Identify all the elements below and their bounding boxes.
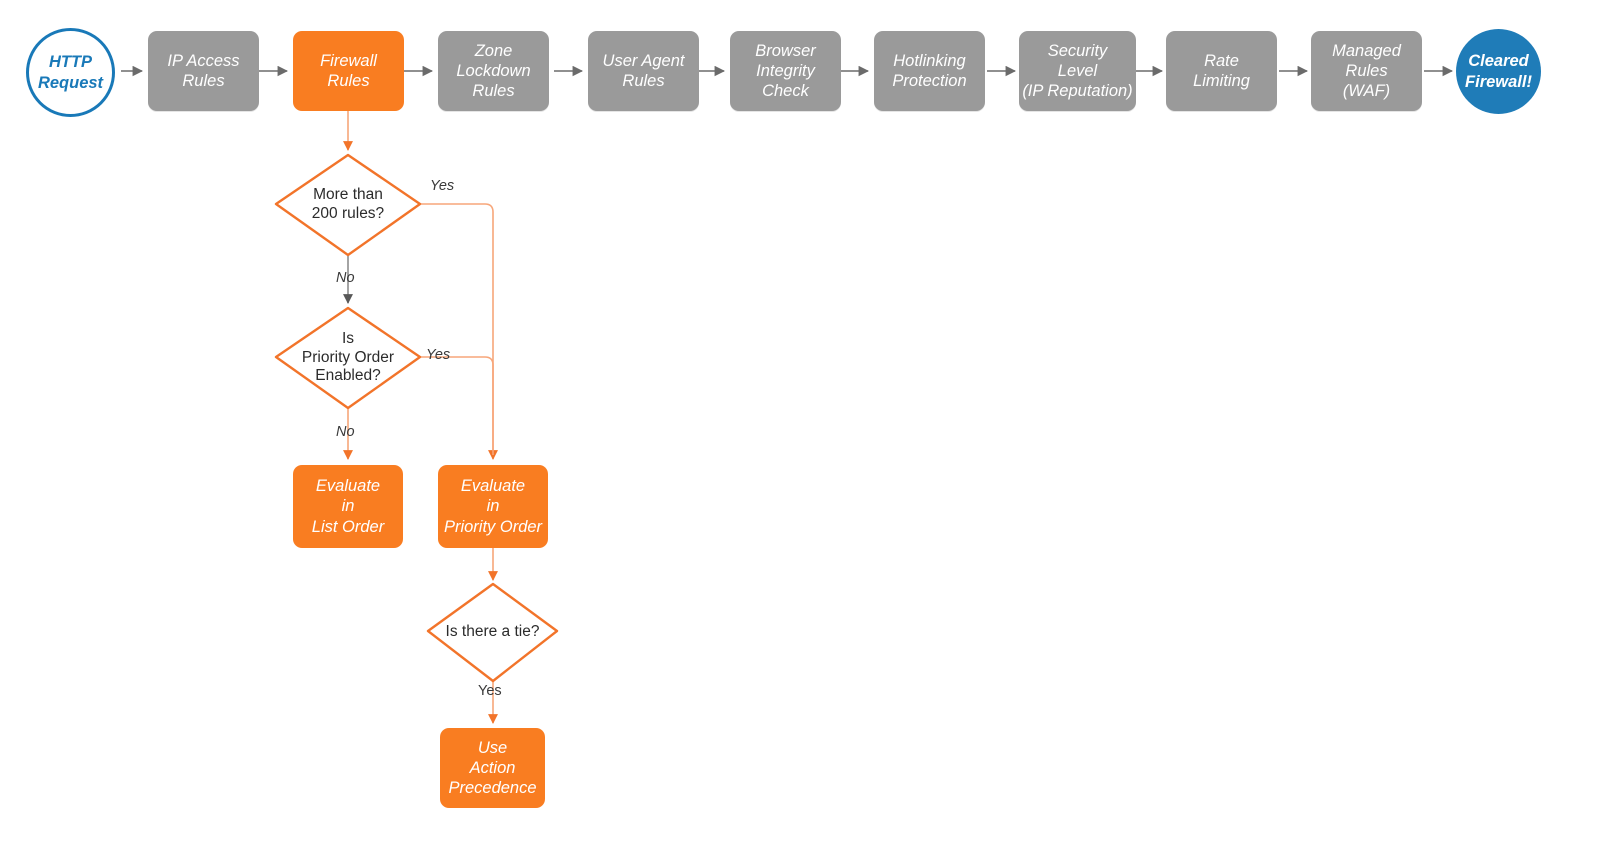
node-hotlinking-protection-label: Hotlinking Protection [892,51,967,90]
node-http-request-label: HTTP Request [37,53,104,92]
edge-more-rules-yes [420,203,498,460]
node-ip-access-rules[interactable]: IP Access Rules [148,31,259,111]
node-user-agent-rules[interactable]: User Agent Rules [588,31,699,111]
node-browser-integrity-check[interactable]: Browser Integrity Check [730,31,841,111]
node-rate-limiting[interactable]: Rate Limiting [1166,31,1277,111]
edge-label-tie-yes: Yes [478,683,502,699]
node-zone-lockdown-rules-label: Zone Lockdown Rules [456,41,531,101]
node-managed-rules-waf[interactable]: Managed Rules (WAF) [1311,31,1422,111]
decision-is-priority-order-enabled-label: Is Priority Order Enabled? [301,329,395,385]
node-browser-integrity-check-label: Browser Integrity Check [755,41,816,101]
node-zone-lockdown-rules[interactable]: Zone Lockdown Rules [438,31,549,111]
node-use-action-precedence[interactable]: Use Action Precedence [440,728,545,808]
node-ip-access-rules-label: IP Access Rules [167,51,240,90]
node-cleared-firewall-label: Cleared Firewall! [1465,52,1532,91]
node-managed-rules-waf-label: Managed Rules (WAF) [1332,41,1401,101]
node-firewall-rules[interactable]: Firewall Rules [293,31,404,111]
node-evaluate-in-list-order-label: Evaluate in List Order [311,477,385,536]
edge-priority-yes [420,356,494,455]
node-user-agent-rules-label: User Agent Rules [602,51,685,90]
node-use-action-precedence-label: Use Action Precedence [448,738,537,798]
node-cleared-firewall[interactable]: Cleared Firewall! [1456,29,1541,114]
node-firewall-rules-label: Firewall Rules [320,51,377,90]
node-evaluate-in-priority-order[interactable]: Evaluate in Priority Order [438,465,548,548]
node-http-request[interactable]: HTTP Request [26,28,115,117]
edge-label-more-rules-yes: Yes [430,178,455,194]
edge-label-priority-no: No [336,424,355,440]
node-evaluate-in-priority-order-label: Evaluate in Priority Order [443,477,543,536]
node-security-level[interactable]: Security Level (IP Reputation) [1019,31,1136,111]
decision-more-than-200-rules-label: More than 200 rules? [311,186,385,222]
decision-more-than-200-rules[interactable]: More than 200 rules? [276,155,420,255]
node-security-level-label: Security Level (IP Reputation) [1022,41,1133,101]
node-rate-limiting-label: Rate Limiting [1193,51,1250,90]
edge-label-more-rules-no: No [336,270,355,286]
decision-is-there-a-tie[interactable]: Is there a tie? [428,584,557,681]
node-hotlinking-protection[interactable]: Hotlinking Protection [874,31,985,111]
edge-label-priority-yes: Yes [426,347,451,363]
decision-is-there-a-tie-label: Is there a tie? [445,623,540,641]
decision-is-priority-order-enabled[interactable]: Is Priority Order Enabled? [276,308,420,408]
node-evaluate-in-list-order[interactable]: Evaluate in List Order [293,465,403,548]
